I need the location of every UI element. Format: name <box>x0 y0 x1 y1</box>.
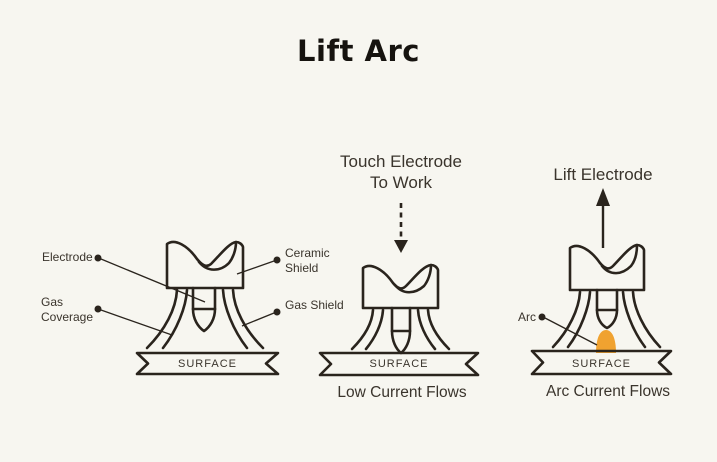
solid-arrow-head <box>596 188 610 206</box>
gas-coverage-callout-dot <box>94 305 102 313</box>
torch-body-fold <box>197 240 238 271</box>
touch-down-arrow <box>394 203 408 253</box>
gas-flow-left-inner <box>364 308 385 351</box>
right-torch-illustration <box>530 188 673 376</box>
middle-torch-illustration <box>318 203 480 377</box>
touch-instruction-line2: To Work <box>369 173 433 192</box>
gas-flow-left-outer <box>551 290 582 349</box>
arc-callout-dot <box>538 313 546 321</box>
page-title: Lift Arc <box>297 34 420 68</box>
gas-flow-left-inner <box>566 290 592 349</box>
surface-label-left: SURFACE <box>178 358 237 370</box>
touch-instruction-line1: Touch Electrode <box>340 152 462 171</box>
ceramic-shield-callout-dot <box>273 256 281 264</box>
torch-body <box>361 263 440 310</box>
surface-banner-right <box>530 349 673 376</box>
torch-body-fold <box>393 263 433 294</box>
gas-flow-right-inner <box>621 290 647 349</box>
dashed-arrow-head <box>394 240 408 253</box>
lift-up-arrow <box>596 188 610 248</box>
surface-label-middle: SURFACE <box>369 358 429 370</box>
gas-shield-callout-dot <box>273 308 281 316</box>
low-current-caption: Low Current Flows <box>337 384 467 401</box>
left-torch-illustration <box>135 240 280 376</box>
surface-banner-middle <box>318 351 480 377</box>
electrode-leader-line <box>100 258 206 303</box>
electrode-label: Electrode <box>42 250 93 264</box>
electrode-callout-dot <box>94 254 102 262</box>
torch-body-fold <box>600 243 639 275</box>
gas-flow-left-outer <box>350 308 375 351</box>
left-diagram-callouts <box>94 254 281 336</box>
surface-banner-left <box>135 351 280 376</box>
arc-label: Arc <box>518 310 536 324</box>
gas-flow-right-inner <box>416 308 437 351</box>
torch-body <box>165 240 245 290</box>
ceramic-shield-label: Ceramic Shield <box>285 246 330 275</box>
arc-flame <box>596 330 616 353</box>
arc-leader-line <box>544 317 598 346</box>
gas-coverage-leader-line <box>100 309 173 336</box>
gas-flow-right-inner <box>221 288 249 350</box>
electrode-tip <box>191 286 217 333</box>
gas-flow-right-outer <box>631 290 662 349</box>
gas-shield-leader-line <box>241 312 275 327</box>
ceramic-shield-leader-line <box>236 260 275 275</box>
surface-label-right: SURFACE <box>572 358 631 370</box>
touch-instruction: Touch Electrode To Work <box>321 151 481 193</box>
gas-coverage-label: Gas Coverage <box>41 295 94 324</box>
gas-flow-right-outer <box>231 288 265 350</box>
arc-current-caption: Arc Current Flows <box>545 383 671 400</box>
electrode-tip <box>595 288 619 330</box>
torch-body <box>568 243 646 292</box>
gas-shield-label: Gas Shield <box>285 298 344 312</box>
gas-flow-left-outer <box>145 288 179 350</box>
lift-instruction: Lift Electrode <box>553 165 653 184</box>
gas-flow-right-outer <box>426 308 451 351</box>
